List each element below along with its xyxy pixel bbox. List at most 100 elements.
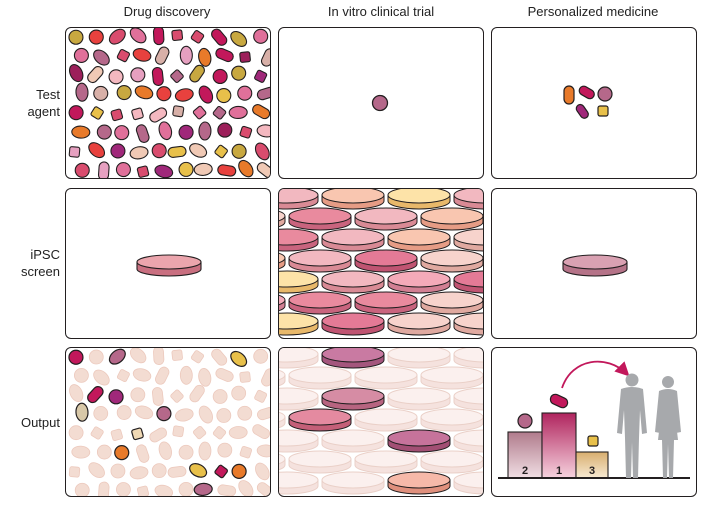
compound (170, 69, 184, 83)
inactive-compound (151, 463, 167, 479)
rank-label-second: 2 (522, 465, 528, 477)
inactive-compound (132, 368, 152, 382)
compound (110, 143, 126, 159)
inactive-compound (257, 406, 270, 421)
culture-dish (279, 189, 319, 210)
inactive-compound (68, 425, 84, 441)
inactive-compound (116, 405, 132, 420)
compound (88, 142, 106, 159)
inactive-compound (149, 427, 168, 443)
compound (135, 124, 150, 143)
panel-drug-discovery-ipsc (65, 188, 271, 339)
inactive-compound (198, 441, 212, 461)
culture-dish (279, 312, 319, 336)
compound (174, 88, 194, 102)
non-responder-dish (354, 450, 418, 474)
inactive-compound (152, 387, 164, 406)
compound (93, 49, 110, 66)
inactive-compound (238, 480, 254, 496)
candidate-agents (563, 85, 613, 119)
culture-dish (354, 291, 418, 315)
inactive-compound (74, 368, 89, 383)
culture-dish (321, 270, 385, 294)
culture-dish (387, 189, 451, 210)
compound-library-full (68, 28, 270, 178)
culture-dish (387, 270, 451, 294)
non-responder-dish (453, 429, 483, 453)
non-responder-dish (453, 348, 483, 369)
compound (154, 164, 174, 178)
compound (178, 124, 194, 140)
panel-clinical-trial-ipsc (278, 188, 484, 339)
non-responder-dish (453, 471, 483, 495)
culture-dish (321, 189, 385, 210)
compound (116, 49, 130, 63)
inactive-compound (198, 405, 213, 424)
inactive-compound (256, 444, 270, 458)
column-header-personalized-medicine: Personalized medicine (527, 4, 659, 19)
non-responder-dish (279, 411, 286, 429)
column-header-drug-discovery: Drug discovery (123, 4, 211, 19)
compound (114, 125, 130, 141)
non-responder-dish (321, 429, 385, 453)
inactive-compound (136, 485, 150, 496)
inactive-compound (189, 384, 205, 403)
responder-dish (321, 387, 385, 411)
compound (252, 104, 270, 120)
inactive-compound (129, 466, 149, 480)
non-responder-dish (420, 450, 483, 474)
compound (198, 85, 214, 104)
culture-dish (420, 291, 483, 315)
hit-compound (193, 482, 213, 496)
male-patient-silhouette (617, 373, 647, 478)
inactive-compound (239, 446, 253, 459)
candidate-capsule-purple (575, 103, 589, 119)
compound (96, 124, 112, 140)
arrow-to-patient-icon (561, 360, 630, 389)
compound (198, 47, 212, 67)
compound (239, 125, 253, 139)
culture-dish (321, 228, 385, 252)
podium-block-third (575, 451, 609, 479)
compound (110, 108, 124, 122)
candidate-cube (597, 105, 609, 117)
compound (87, 66, 104, 84)
compound (68, 146, 81, 158)
candidate-sphere (597, 86, 613, 102)
inactive-compound (116, 369, 130, 383)
culture-dish (453, 312, 483, 336)
row-header-output-line1: Output (20, 415, 60, 430)
podium-agent-cube (587, 435, 599, 447)
compound (130, 67, 146, 83)
compound (212, 68, 228, 85)
culture-dish (420, 249, 483, 273)
compound (108, 69, 124, 85)
hit-compound (131, 427, 144, 441)
inactive-compound (253, 348, 269, 364)
panel-clinical-trial-output (278, 347, 484, 497)
compound (211, 28, 228, 46)
non-responder-dish (288, 366, 352, 390)
inactive-compound (129, 348, 147, 364)
compound (68, 105, 84, 121)
inactive-compound (98, 481, 110, 496)
inactive-compound (217, 442, 233, 458)
inactive-compound (93, 406, 109, 421)
inactive-compound (254, 389, 268, 403)
culture-dish (136, 254, 202, 277)
compound (216, 87, 232, 104)
compound (179, 45, 193, 65)
compound (171, 29, 184, 42)
non-responder-dish (420, 408, 483, 432)
non-responder-dish (288, 450, 352, 474)
compound (116, 84, 132, 101)
inactive-compound (175, 408, 194, 422)
inactive-compound (88, 462, 105, 478)
non-responder-dish (279, 471, 319, 495)
female-patient-silhouette (655, 376, 681, 478)
culture-dish (279, 252, 286, 270)
inactive-compound (211, 348, 228, 366)
compound (237, 85, 253, 101)
inactive-compound (110, 463, 126, 479)
compound (129, 146, 149, 160)
